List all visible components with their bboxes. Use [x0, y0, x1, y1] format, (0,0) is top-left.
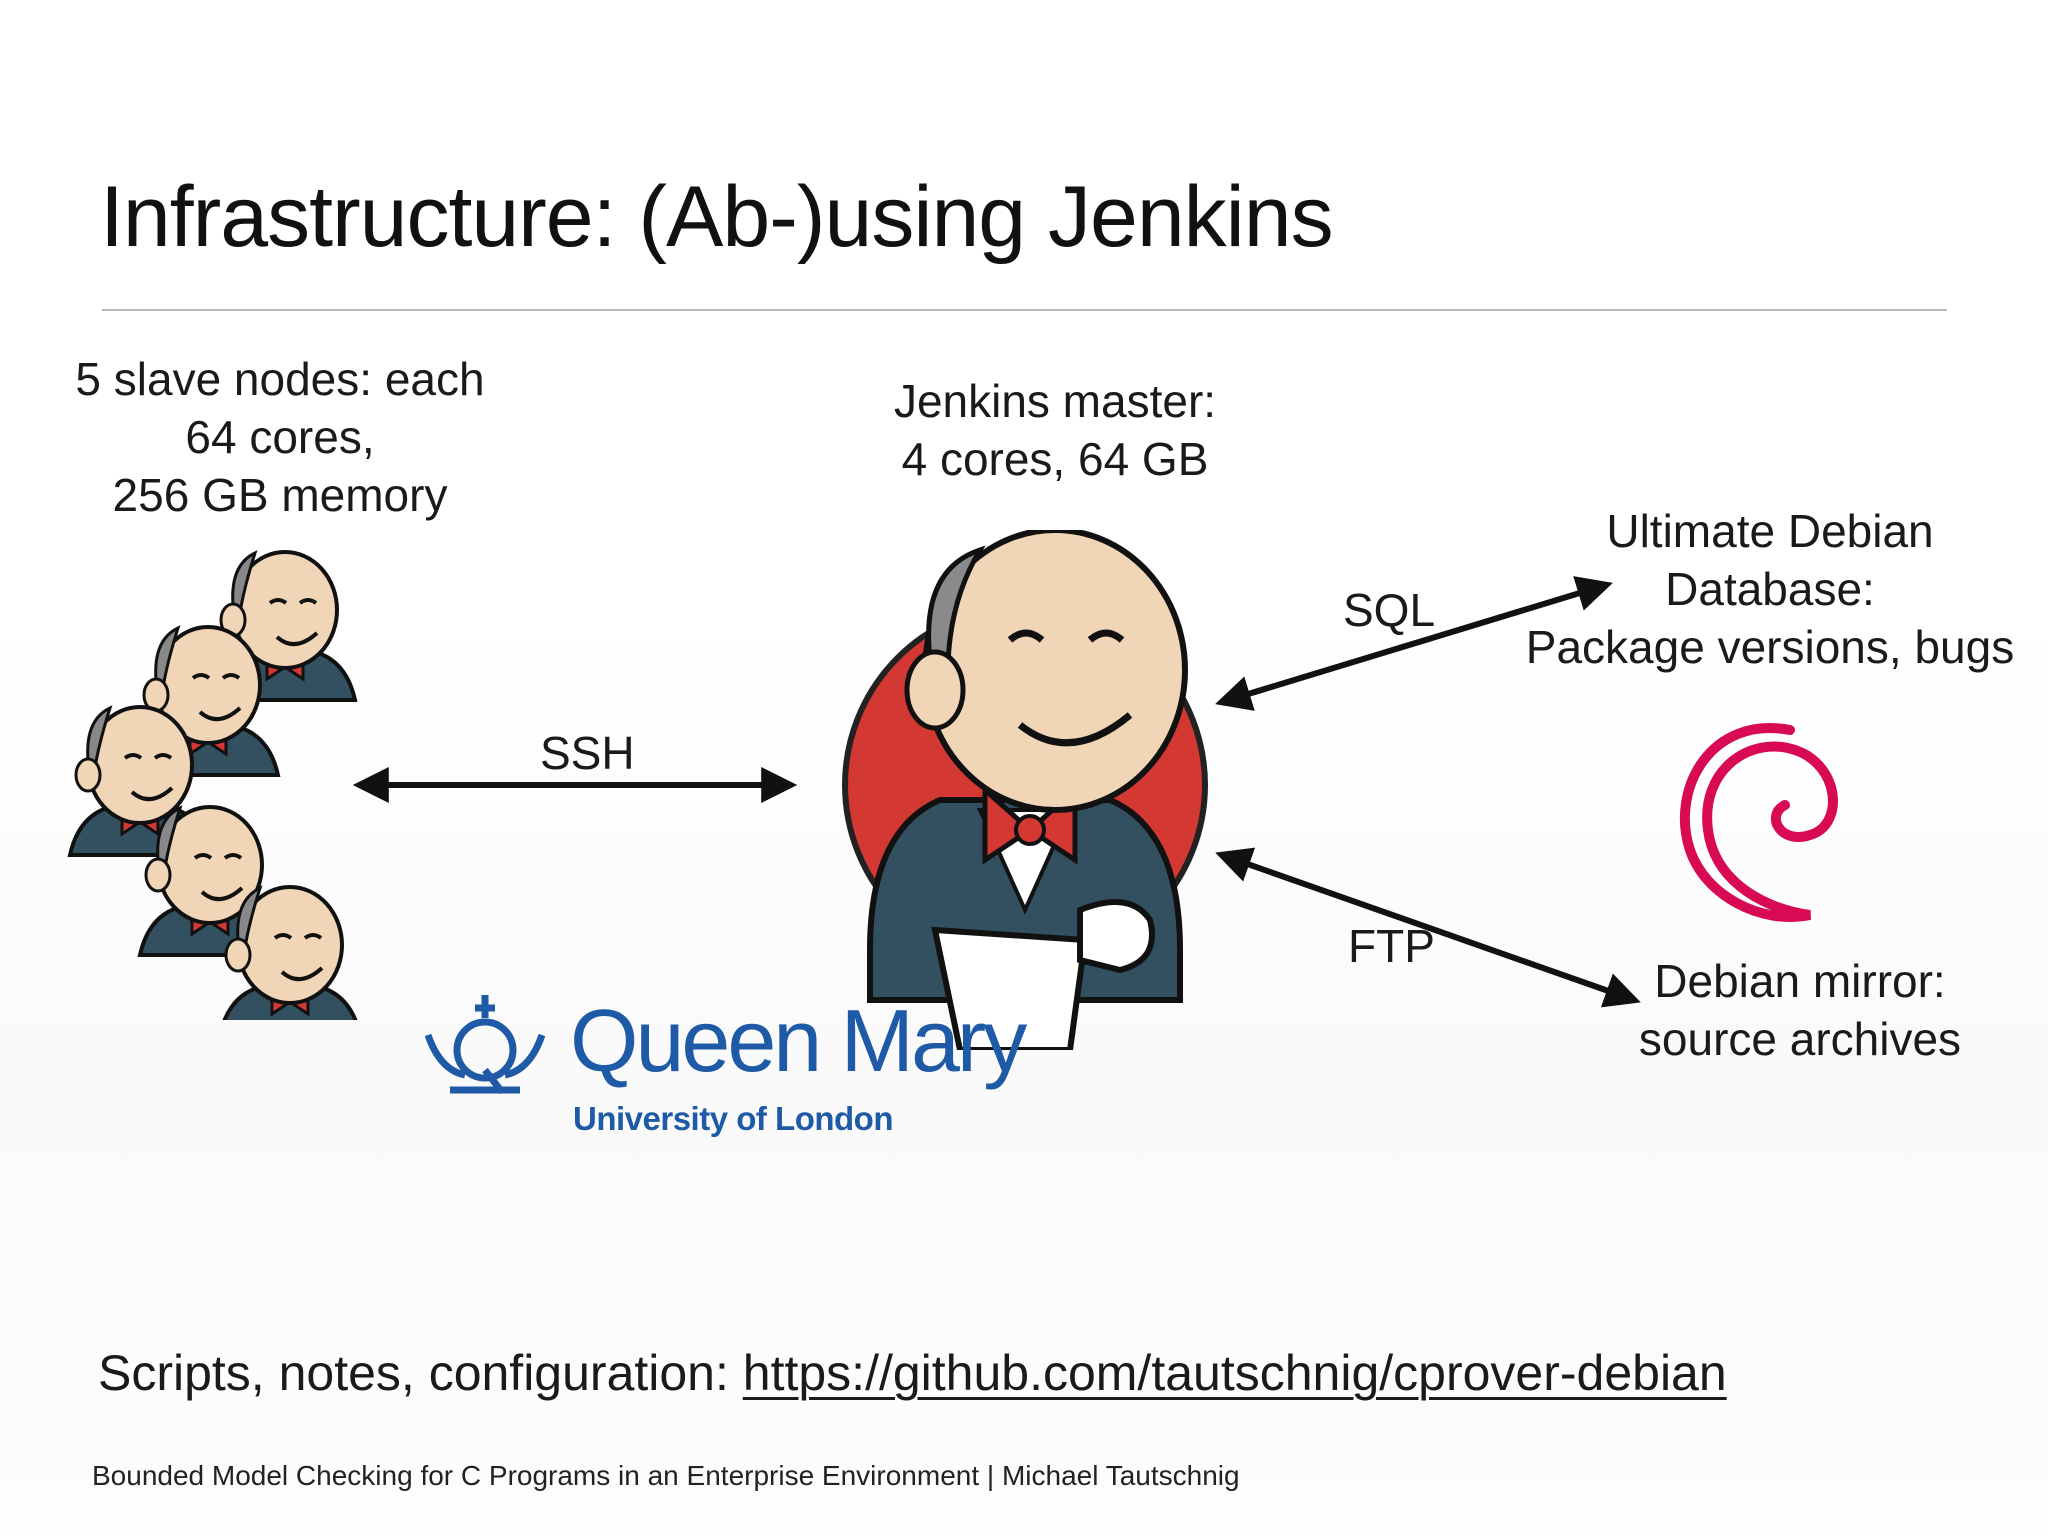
ftp-arrow — [1215, 847, 1641, 1008]
resources-line: Scripts, notes, configuration: https://g… — [98, 1344, 1727, 1402]
resources-prefix: Scripts, notes, configuration: — [98, 1345, 743, 1401]
debian-mirror-label: Debian mirror: source archives — [1585, 952, 2015, 1068]
title-divider — [102, 309, 1947, 311]
queen-mary-crown-icon — [424, 995, 546, 1095]
ftp-label: FTP — [1348, 920, 1435, 972]
presentation-credit: Bounded Model Checking for C Programs in… — [92, 1460, 1240, 1491]
debian-mirror-label-line: Debian mirror: — [1654, 955, 1946, 1007]
jenkins-master-logo-icon — [842, 530, 1208, 1050]
udd-label-line: Database: — [1665, 563, 1875, 615]
slave-nodes-label: 5 slave nodes: each 64 cores, 256 GB mem… — [40, 350, 520, 524]
slave-nodes-label-line: 5 slave nodes: each — [75, 353, 485, 405]
slave-nodes-label-line: 256 GB memory — [112, 469, 448, 521]
slave-nodes-icon — [68, 550, 362, 1020]
slide-title: Infrastructure: (Ab-)using Jenkins — [100, 169, 1334, 265]
sql-arrow — [1215, 576, 1613, 711]
debian-swirl-icon — [1679, 723, 1838, 922]
queen-mary-subtitle: University of London — [573, 1100, 894, 1137]
ssh-label: SSH — [540, 727, 635, 779]
slave-nodes-label-line: 64 cores, — [185, 411, 375, 463]
jenkins-master-label: Jenkins master: 4 cores, 64 GB — [830, 372, 1280, 488]
queen-mary-wordmark: Queen Mary — [570, 991, 1027, 1090]
jenkins-master-label-line: Jenkins master: — [893, 375, 1217, 427]
jenkins-master-label-line: 4 cores, 64 GB — [901, 433, 1209, 485]
sql-label: SQL — [1343, 584, 1436, 636]
udd-label-line: Ultimate Debian — [1606, 505, 1934, 557]
queen-mary-logo: Queen Mary University of London — [420, 990, 1027, 1140]
debian-mirror-label-line: source archives — [1638, 1013, 1962, 1065]
github-link[interactable]: https://github.com/tautschnig/cprover-de… — [742, 1345, 1727, 1401]
